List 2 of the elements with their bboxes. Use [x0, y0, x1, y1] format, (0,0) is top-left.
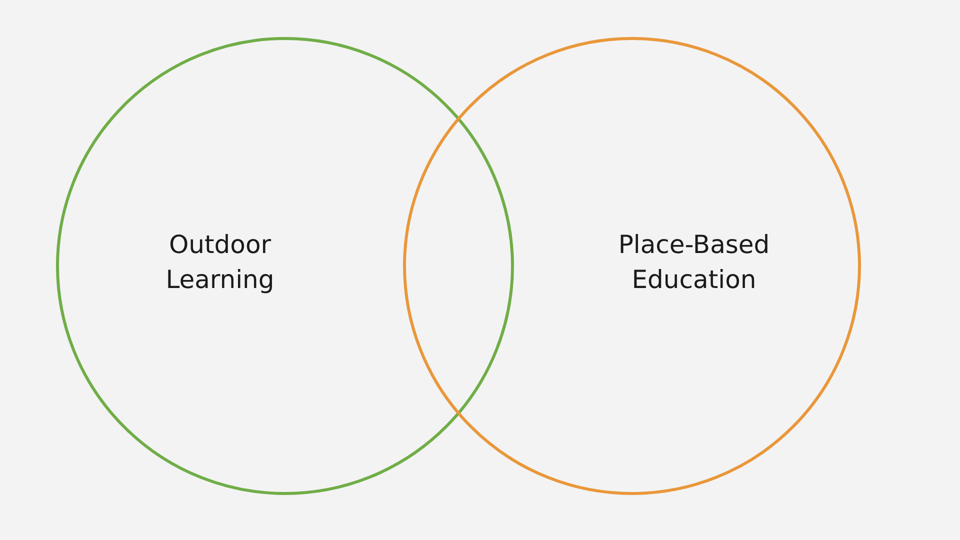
set-label: Outdoor Learning: [164, 229, 276, 296]
set-label: Place-Based Education: [617, 229, 771, 296]
